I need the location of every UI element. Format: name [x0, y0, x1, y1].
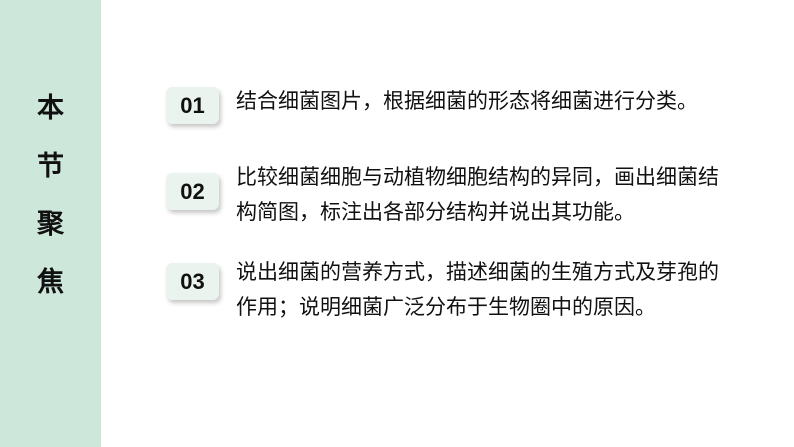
- item-text: 说出细菌的营养方式，描述细菌的生殖方式及芽孢的 作用；说明细菌广泛分布于生物圈中…: [236, 255, 776, 325]
- item-text-line: 作用；说明细菌广泛分布于生物圈中的原因。: [236, 295, 656, 319]
- section-title-char: 节: [37, 151, 64, 182]
- item-text-line: 比较细菌细胞与动植物细胞结构的异同，画出细菌结: [236, 165, 719, 189]
- item-number-badge: 03: [166, 263, 219, 300]
- item-text-line: 结合细菌图片，根据细菌的形态将细菌进行分类。: [236, 89, 698, 113]
- section-title-char: 聚: [37, 209, 64, 240]
- item-text-line: 说出细菌的营养方式，描述细菌的生殖方式及芽孢的: [236, 260, 719, 284]
- item-number-badge: 02: [166, 173, 219, 210]
- section-title-char: 本: [37, 93, 64, 124]
- item-text: 结合细菌图片，根据细菌的形态将细菌进行分类。: [236, 84, 776, 119]
- section-title: 本 节 聚 焦: [0, 95, 101, 327]
- item-number-badge: 01: [166, 87, 219, 124]
- sidebar-panel: 本 节 聚 焦: [0, 0, 101, 447]
- item-text-line: 构简图，标注出各部分结构并说出其功能。: [236, 200, 635, 224]
- section-title-char: 焦: [37, 267, 64, 298]
- item-text: 比较细菌细胞与动植物细胞结构的异同，画出细菌结 构简图，标注出各部分结构并说出其…: [236, 160, 776, 230]
